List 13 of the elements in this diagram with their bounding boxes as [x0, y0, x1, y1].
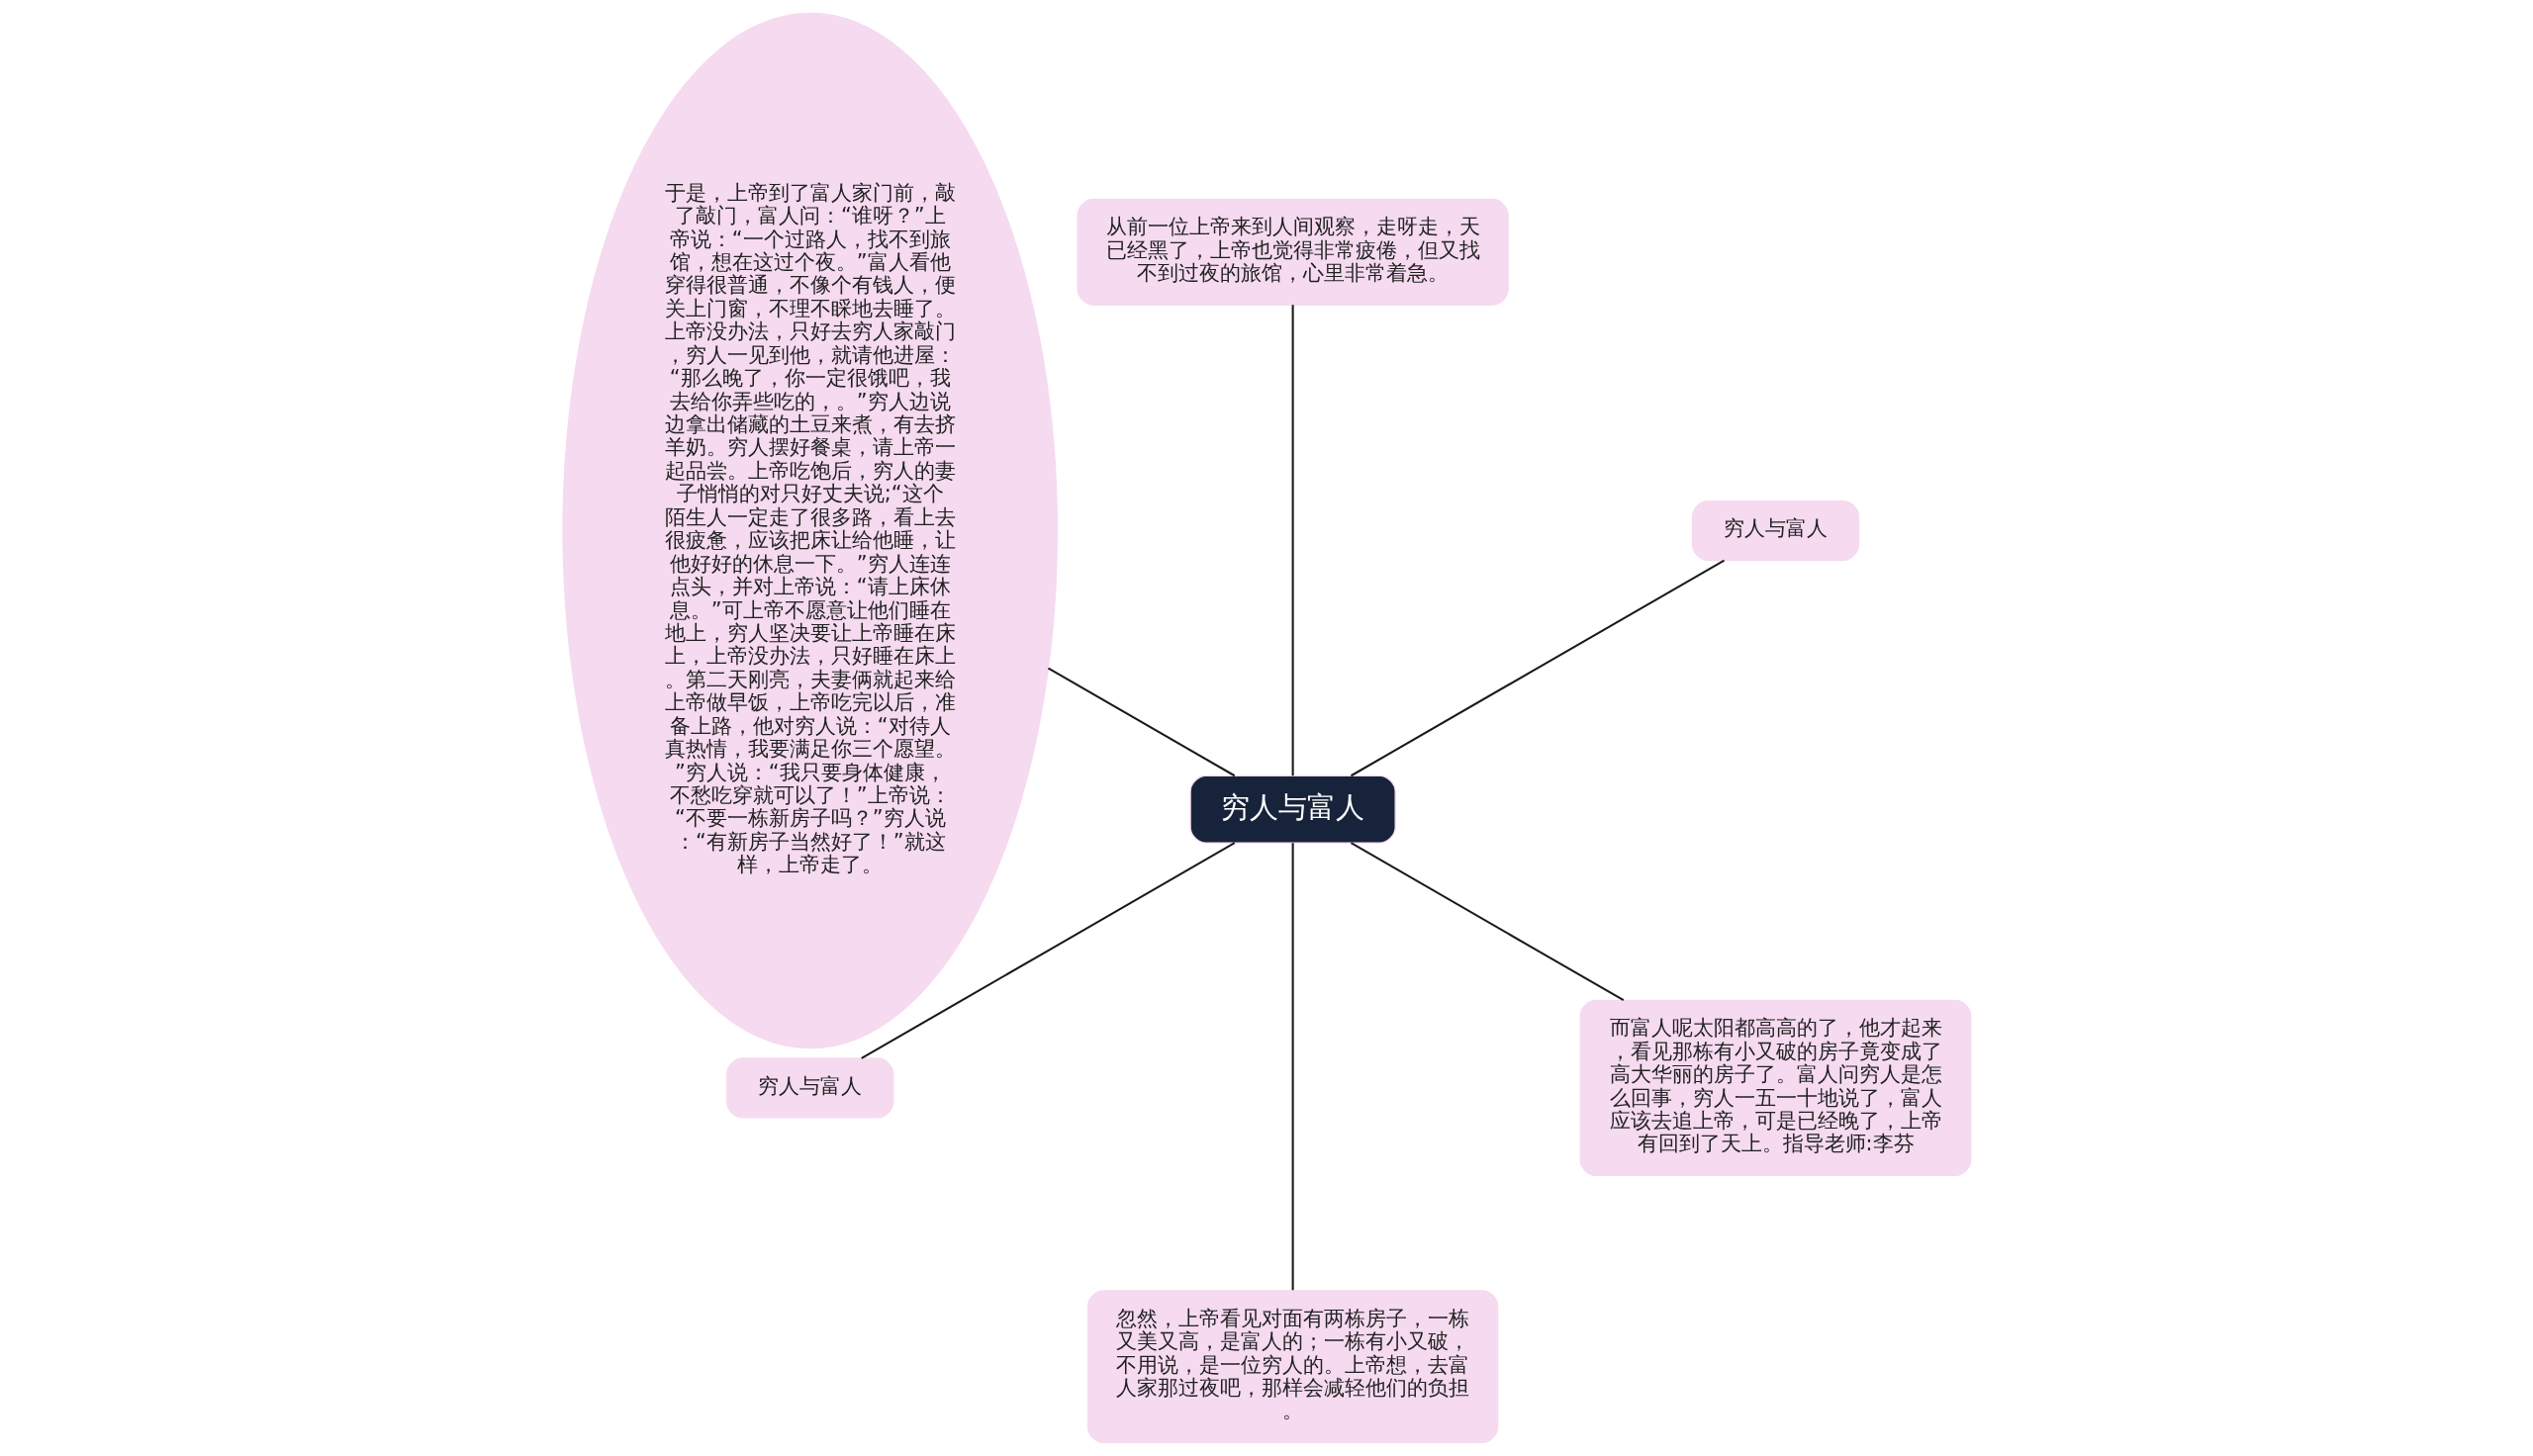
node-box: 穷人与富人	[725, 1057, 893, 1119]
node-box: 忽然，上帝看见对面有两栋房子，一栋又美又高，是富人的；一栋有小又破，不用说，是一位穷人的。上帝想，去富人家那过夜吧，那样会减轻他们的负担。	[1086, 1290, 1498, 1444]
connector	[1047, 667, 1235, 777]
node-box: 穷人与富人	[1691, 500, 1859, 562]
node-box: 从前一位上帝来到人间观察，走呀走，天已经黑了，上帝也觉得非常疲倦，但又找不到过夜的旅馆，心里非常着急。	[1077, 198, 1509, 306]
connector	[860, 842, 1235, 1059]
connector	[1350, 559, 1725, 777]
connector	[1291, 843, 1294, 1291]
node-ellipse: 于是，上帝到了富人家门前，敲了敲门，富人问：“谁呀？”上帝说：“一个过路人，找不到旅馆，想在这过个夜。”富人看他穿得很普通，不像个有钱人，便关上门窗，不理不睬地去睡了。上帝没办法，只好去穷人家敲门，穷人一见到他，就请他进屋：“那么晚了，你一定很饿吧，我去给你弄些吃的，。”穷人边说边拿出储藏的土豆来煮，有去挤羊奶。穷人摆好餐桌，请上帝一起品尝。上帝吃饱后，穷人的妻子悄悄的对只好丈夫说;“这个陌生人一定走了很多路，看上去很疲惫，应该把床让给他睡，让他好好的休息一下。”穷人连连点头，并对上帝说：“请上床休息。”可上帝不愿意让他们睡在地上，穷人坚决要让上帝睡在床上，上帝没办法，只好睡在床上。第二天刚亮，夫妻俩就起来给上帝做早饭，上帝吃完以后，准备上路，他对穷人说：“对待人真热情，我要满足你三个愿望。”穷人说：“我只要身体健康，不愁吃穿就可以了！”上帝说：“不要一栋新房子吗？”穷人说：“有新房子当然好了！”就这样，上帝走了。	[561, 12, 1058, 1049]
node-box: 而富人呢太阳都高高的了，他才起来，看见那栋有小又破的房子竟变成了高大华丽的房子了。富人问穷人是怎么回事，穷人一五一十地说了，富人应该去追上帝，可是已经晚了，上帝有回到了天上。指导老师:李芬	[1579, 999, 1971, 1177]
node-box: 穷人与富人	[1188, 774, 1396, 844]
connector	[1291, 305, 1294, 776]
connector	[1350, 842, 1624, 1002]
